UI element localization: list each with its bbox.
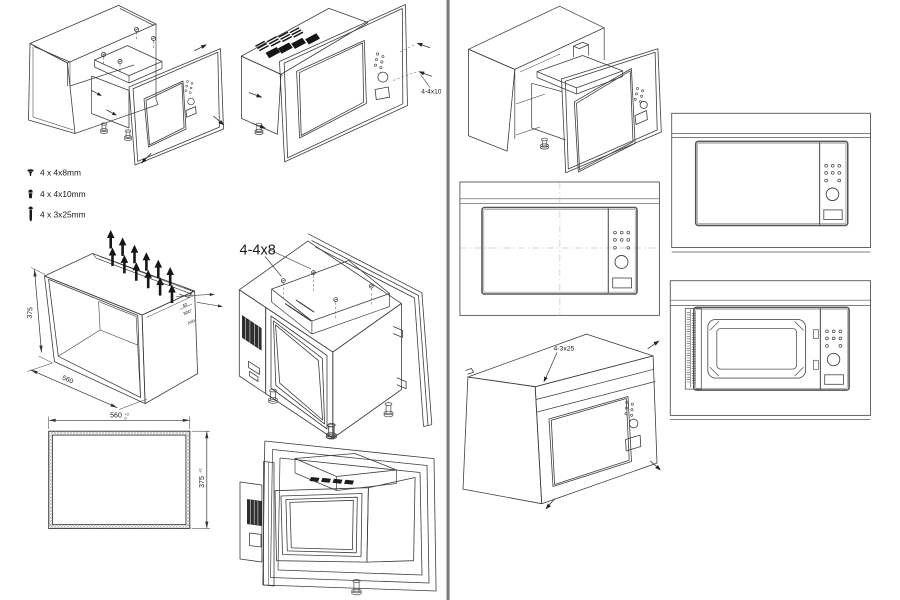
svg-text:min: min — [187, 318, 196, 326]
svg-text:560: 560 — [110, 413, 122, 420]
svg-text:4-3x25: 4-3x25 — [554, 346, 575, 353]
svg-text:300°: 300° — [182, 308, 193, 317]
svg-text:0: 0 — [125, 416, 128, 421]
svg-text:4-4x10: 4-4x10 — [421, 89, 441, 96]
svg-text:4 x 4x10mm: 4 x 4x10mm — [40, 189, 86, 199]
svg-text:560: 560 — [61, 375, 74, 386]
svg-text:+2: +2 — [125, 412, 130, 417]
svg-text:+2: +2 — [198, 468, 203, 473]
svg-text:4 x 4x8mm: 4 x 4x8mm — [40, 168, 81, 178]
svg-text:375: 375 — [27, 307, 35, 319]
svg-text:375: 375 — [199, 476, 206, 488]
svg-text:4-4x8: 4-4x8 — [240, 243, 276, 259]
svg-text:4 x 3x25mm: 4 x 3x25mm — [40, 210, 86, 220]
svg-text:40: 40 — [181, 302, 188, 309]
